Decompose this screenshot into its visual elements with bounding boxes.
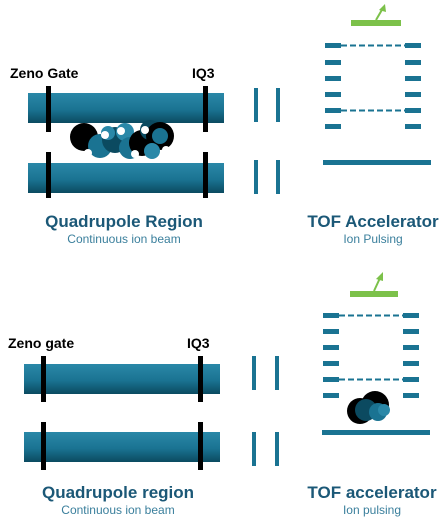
- lens-right-lower: [276, 160, 280, 194]
- tof-electrode-right: [405, 124, 421, 129]
- tof-accelerator-title-2: TOF accelerator: [307, 483, 437, 502]
- tof-accelerator-top: [323, 4, 431, 165]
- detector-bar: [351, 20, 401, 26]
- tof-electrode-left: [323, 361, 339, 366]
- quadrupole-region-title-2: Quadrupole region: [42, 483, 194, 502]
- tof-electrode-left: [323, 377, 339, 382]
- quadrupole-region-title: Quadrupole Region: [45, 212, 203, 231]
- tof-electrode-right: [405, 108, 421, 113]
- tof-accelerator-subtitle-2: Ion pulsing: [343, 503, 401, 517]
- iq3-line-lower: [203, 152, 208, 198]
- ion-packet-pulsed: [347, 391, 390, 424]
- iq3-line-lower-2: [198, 422, 203, 470]
- tof-electrode-left: [325, 76, 341, 81]
- iq3-label-2: IQ3: [187, 335, 210, 351]
- lens-left-lower-2: [252, 432, 256, 466]
- tof-electrode-right: [405, 43, 421, 48]
- quadrupole-rod-lower-2: [24, 432, 220, 462]
- tof-electrode-left: [323, 313, 339, 318]
- lens-right-upper-2: [275, 356, 279, 390]
- lens-left-lower: [254, 160, 258, 194]
- tof-electrode-left: [323, 393, 339, 398]
- tof-electrode-right: [405, 76, 421, 81]
- quadrupole-region-subtitle: Continuous ion beam: [67, 232, 180, 246]
- lens-right-lower-2: [275, 432, 279, 466]
- tof-electrode-left: [325, 92, 341, 97]
- tof-electrode-right: [403, 377, 419, 382]
- iq3-line-upper-2: [198, 356, 203, 402]
- zeno-gate-line-upper-2: [41, 356, 46, 402]
- quadrupole-region-subtitle-2: Continuous ion beam: [61, 503, 174, 517]
- tof-electrode-right: [403, 329, 419, 334]
- lens-left-upper: [254, 88, 258, 122]
- tof-electrode-right: [403, 345, 419, 350]
- tof-pusher-plate-2: [322, 430, 430, 435]
- lens-right-upper: [276, 88, 280, 122]
- tof-electrode-left: [325, 108, 341, 113]
- tof-electrode-right: [405, 60, 421, 65]
- iq3-line-upper: [203, 86, 208, 132]
- tof-electrode-left: [325, 60, 341, 65]
- tof-electrode-left: [325, 124, 341, 129]
- zeno-gate-line-lower: [46, 152, 51, 198]
- tof-electrode-left: [323, 329, 339, 334]
- tof-accelerator-subtitle: Ion Pulsing: [343, 232, 402, 246]
- ion-cloud-continuous: [70, 120, 174, 159]
- zeno-gate-label: Zeno Gate: [10, 65, 79, 81]
- zeno-gate-label-2: Zeno gate: [8, 335, 74, 351]
- tof-electrode-right: [403, 393, 419, 398]
- tof-accelerator-bottom: [322, 272, 430, 435]
- quadrupole-rod-upper-2: [24, 364, 220, 394]
- tof-accelerator-title: TOF Accelerator: [307, 212, 439, 231]
- tof-electrode-left: [325, 43, 341, 48]
- zeno-gate-line-upper: [46, 86, 51, 132]
- tof-electrode-left: [323, 345, 339, 350]
- lens-left-upper-2: [252, 356, 256, 390]
- panel-bottom: Zeno gate IQ3 Quadrupole region Continuo…: [8, 272, 437, 517]
- tof-pusher-plate: [323, 160, 431, 165]
- iq3-label: IQ3: [192, 65, 215, 81]
- panel-top: Zeno Gate IQ3 Quadrupole Region Continuo…: [10, 4, 439, 246]
- detector-arrowhead: [379, 4, 386, 12]
- detector-arrow-2: [373, 277, 381, 292]
- tof-electrode-right: [403, 313, 419, 318]
- tof-electrode-right: [405, 92, 421, 97]
- detector-bar-2: [350, 291, 398, 297]
- detector-arrowhead-2: [376, 272, 383, 281]
- quadrupole-rod-lower: [28, 163, 224, 193]
- zeno-gate-line-lower-2: [41, 422, 46, 470]
- tof-electrode-right: [403, 361, 419, 366]
- quadrupole-rod-upper: [28, 93, 224, 123]
